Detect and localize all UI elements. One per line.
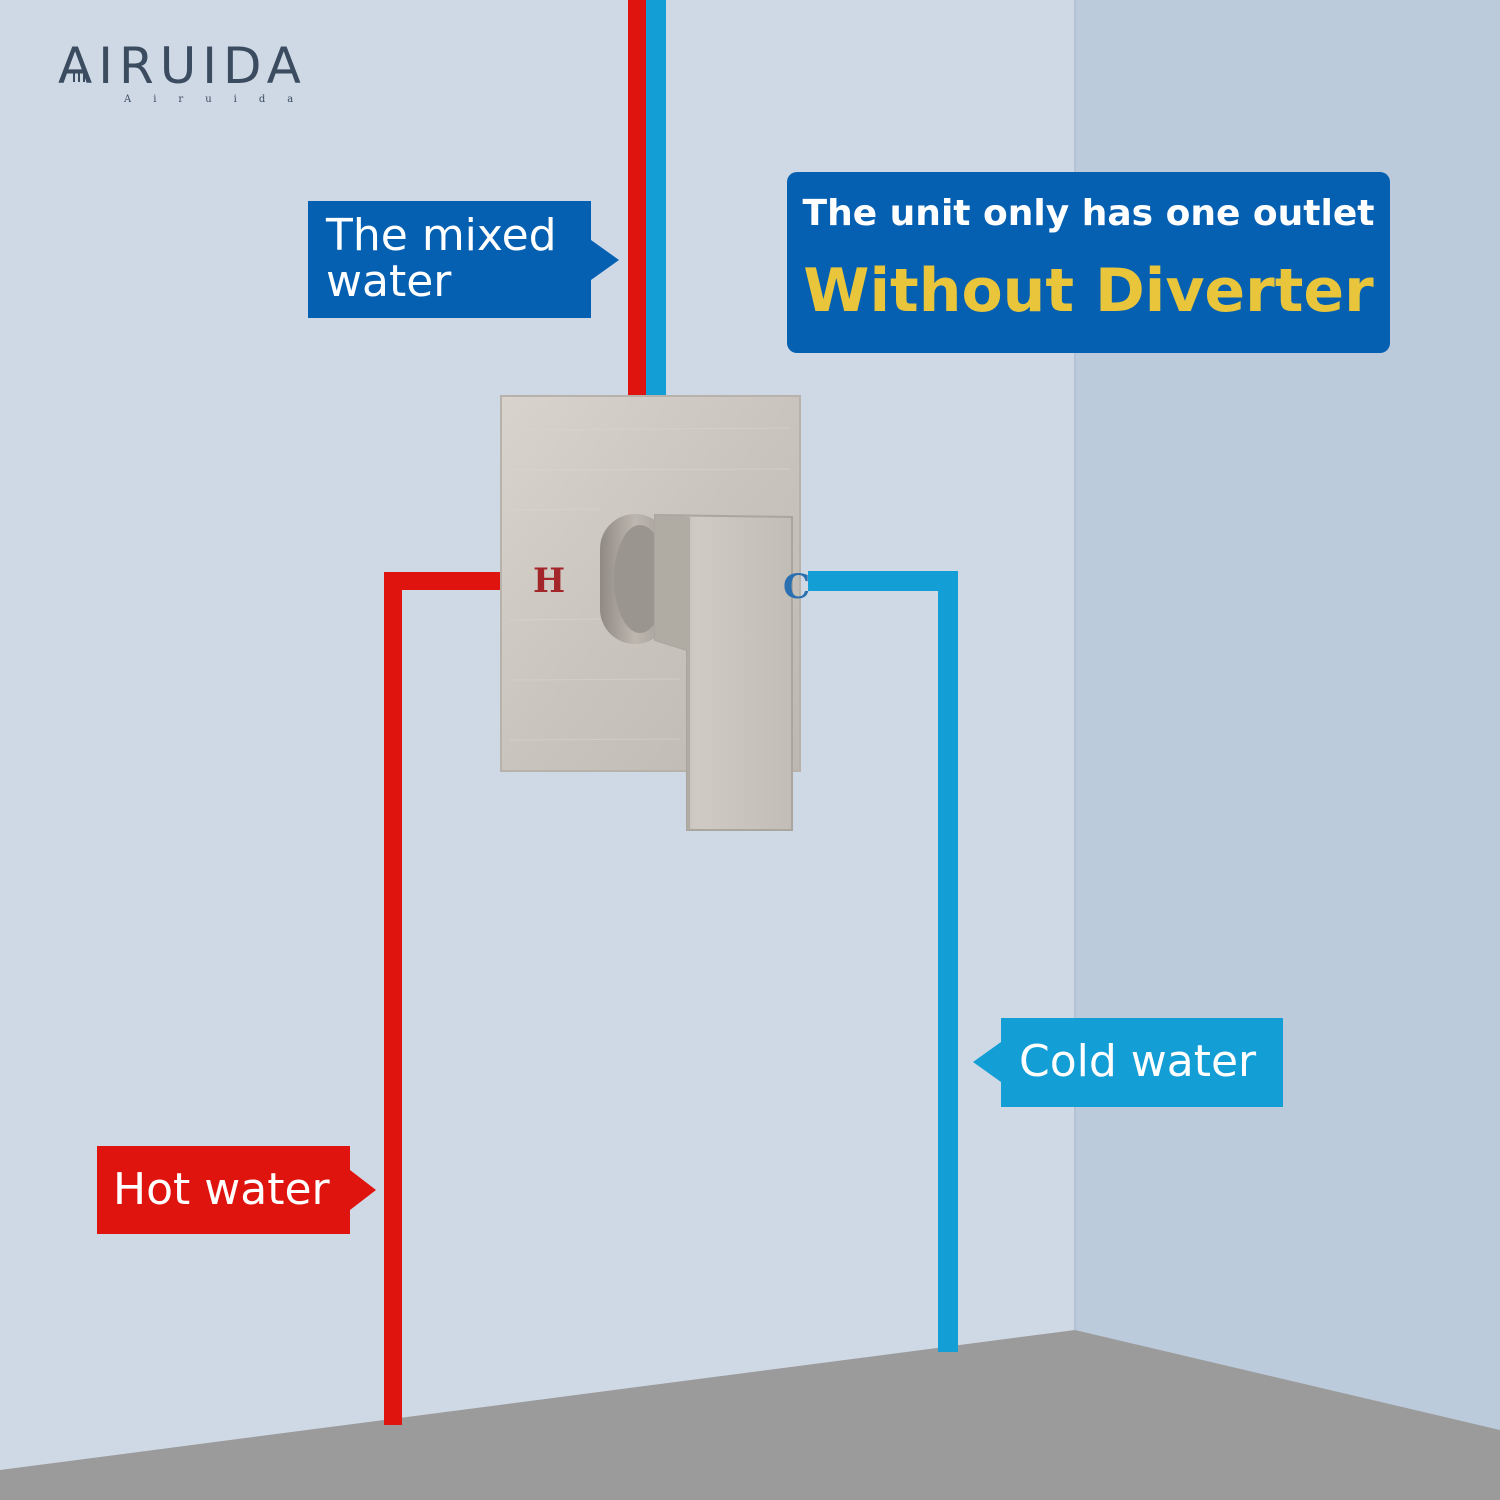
brand-logo: AIRUIDA Airuida [58,36,388,108]
cold-water-pipe [808,571,958,1352]
cold-water-label: Cold water [1019,1036,1257,1087]
unit-info-line1: The unit only has one outlet [802,193,1375,234]
cold-water-callout: Cold water [973,1018,1283,1107]
hot-water-pipe [384,572,500,1425]
mixed-water-callout: The mixed water [308,201,619,318]
mixed-water-label-line2: water [326,256,452,307]
mixed-water-label-line1: The mixed [326,210,557,261]
hot-water-callout: Hot water [97,1146,376,1234]
hot-mark: H [533,561,565,601]
callout-pointer [350,1170,376,1210]
callout-pointer [973,1042,1001,1082]
brushed-texture [509,427,791,741]
unit-info-box: The unit only has one outlet Without Div… [787,172,1390,353]
logo-text: AIRUIDA [58,37,307,95]
mixed-outlet-pipe-blue [646,0,666,400]
lever-handle-side [655,515,690,830]
handle-hub-face [614,525,666,633]
hot-water-label: Hot water [113,1164,330,1215]
mixed-outlet-pipe-red [628,0,646,400]
shower-head-icon [73,72,85,82]
callout-pointer [591,240,619,280]
floor [0,1330,1500,1500]
unit-info-line2: Without Diverter [803,256,1374,326]
logo-subtext: Airuida [124,94,316,105]
cold-mark: C [783,567,810,607]
